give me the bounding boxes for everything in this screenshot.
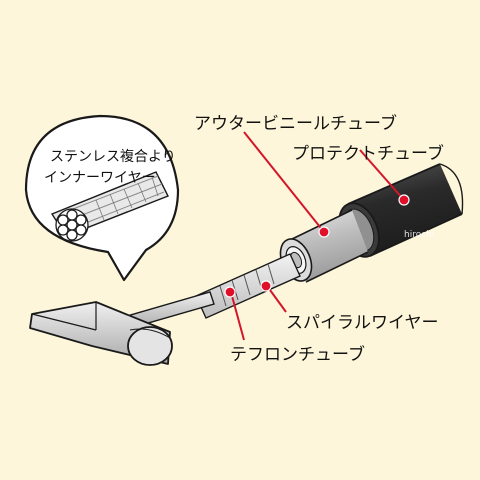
callout-label-line2: インナーワイヤー — [44, 170, 156, 186]
label-spiral-wire: スパイラルワイヤー — [286, 313, 439, 333]
inner-wire-strand-illustration — [50, 171, 169, 242]
label-teflon-tube: テフロンチューブ — [230, 344, 365, 365]
leader-outer-vinyl-tube — [243, 131, 330, 238]
callout-label-line1: ステンレス複合より — [50, 148, 176, 165]
leader-spiral-wire — [260, 280, 287, 313]
label-protect-tube: プロテクトチューブ — [292, 143, 444, 164]
leader-teflon-tube — [224, 286, 245, 341]
label-outer-vinyl-tube: アウタービニールチューブ — [194, 113, 397, 134]
inner-wire-end-fitting — [29, 291, 215, 366]
teflon-tube-and-spiral-wire — [195, 253, 301, 319]
leader-protect-tube — [359, 149, 410, 206]
watermark: hirochi — [404, 230, 434, 240]
